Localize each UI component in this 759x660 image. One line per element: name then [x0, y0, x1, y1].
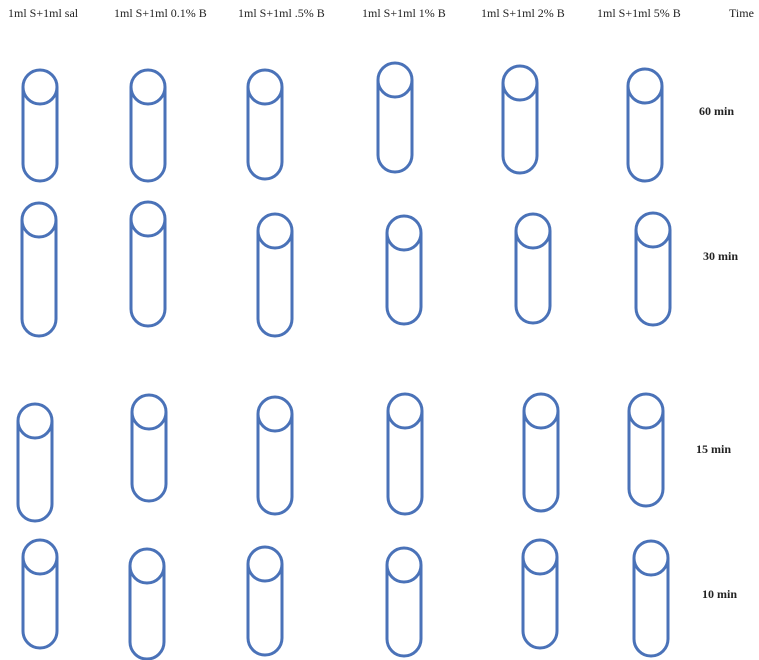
test-tube-15-min-col-4 — [388, 394, 422, 514]
test-tube-15-min-col-2 — [132, 395, 166, 501]
test-tube-opening — [23, 70, 57, 104]
test-tube-30-min-col-2 — [131, 202, 165, 326]
test-tube-30-min-col-3 — [258, 214, 292, 336]
test-tube-opening — [23, 540, 57, 574]
test-tube-opening — [258, 214, 292, 248]
test-tube-10-min-col-3 — [248, 547, 282, 655]
test-tube-15-min-col-6 — [629, 394, 663, 506]
test-tube-opening — [524, 394, 558, 428]
test-tube-30-min-col-6 — [636, 213, 670, 325]
test-tube-10-min-col-5 — [523, 540, 557, 648]
test-tube-opening — [523, 540, 557, 574]
test-tube-opening — [387, 216, 421, 250]
test-tube-15-min-col-1 — [18, 404, 52, 521]
test-tube-opening — [132, 395, 166, 429]
test-tube-opening — [629, 394, 663, 428]
test-tube-60-min-col-1 — [23, 70, 57, 181]
test-tube-opening — [388, 394, 422, 428]
test-tube-10-min-col-2 — [130, 549, 164, 659]
test-tube-opening — [18, 404, 52, 438]
test-tube-60-min-col-6 — [628, 69, 662, 181]
test-tube-opening — [130, 549, 164, 583]
test-tube-30-min-col-4 — [387, 216, 421, 324]
test-tube-15-min-col-3 — [258, 397, 292, 514]
test-tube-60-min-col-2 — [131, 70, 165, 181]
test-tube-60-min-col-3 — [248, 70, 282, 179]
test-tube-opening — [503, 66, 537, 100]
test-tube-15-min-col-5 — [524, 394, 558, 511]
test-tube-opening — [131, 70, 165, 104]
test-tube-opening — [387, 548, 421, 582]
test-tube-10-min-col-1 — [23, 540, 57, 648]
test-tube-opening — [516, 214, 550, 248]
test-tube-opening — [634, 541, 668, 575]
test-tube-30-min-col-5 — [516, 214, 550, 323]
test-tube-10-min-col-6 — [634, 541, 668, 656]
test-tube-10-min-col-4 — [387, 548, 421, 656]
test-tube-opening — [258, 397, 292, 431]
test-tube-opening — [248, 547, 282, 581]
test-tube-opening — [248, 70, 282, 104]
test-tube-opening — [22, 203, 56, 237]
test-tube-30-min-col-1 — [22, 203, 56, 336]
test-tube-opening — [628, 69, 662, 103]
test-tube-60-min-col-4 — [378, 63, 412, 172]
test-tube-opening — [378, 63, 412, 97]
test-tube-opening — [131, 202, 165, 236]
test-tube-60-min-col-5 — [503, 66, 537, 173]
test-tube-opening — [636, 213, 670, 247]
